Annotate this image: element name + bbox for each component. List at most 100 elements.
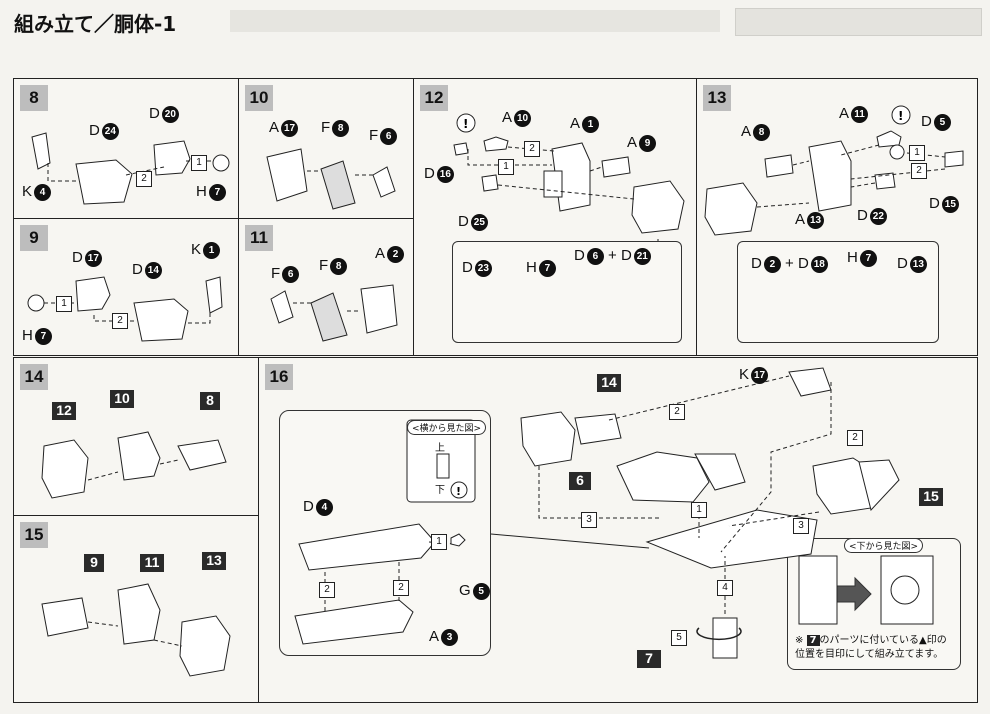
part-number: 2 <box>387 245 405 263</box>
part-letter: K <box>22 183 33 200</box>
part-number: 16 <box>436 165 454 183</box>
part-number: 8 <box>332 119 350 137</box>
part-number: 22 <box>869 207 887 225</box>
label-12: 12 <box>52 402 76 420</box>
header-bar <box>230 10 720 32</box>
part-number: 23 <box>474 259 492 277</box>
step-16-panel: 16 ! <box>258 357 978 703</box>
part-number: 20 <box>161 105 179 123</box>
step-15-panel: 15 9 11 13 <box>13 515 260 703</box>
part-letter: A <box>269 119 280 136</box>
part-letter: F <box>319 257 329 274</box>
part-letter: D <box>132 261 143 278</box>
sequence-box-1: 1 <box>909 145 925 161</box>
step-16-drawing: ! <box>294 367 934 659</box>
note-line-2: 位置を目印にして組み立てます。 <box>795 649 944 660</box>
step-8-drawing <box>31 132 230 205</box>
part-number: 25 <box>470 213 488 231</box>
part-letter: D <box>857 207 868 224</box>
label-9: 9 <box>84 554 104 572</box>
side-view-text-end: > <box>473 424 482 434</box>
part-letter: D <box>462 259 473 276</box>
part-number: 5 <box>472 582 490 600</box>
step-number: 15 <box>20 522 48 548</box>
part-number: 11 <box>851 105 869 123</box>
part-letter: A <box>839 105 850 122</box>
part-number: 7 <box>859 249 877 267</box>
part-letter: D <box>797 255 809 272</box>
part-number: 2 <box>763 255 781 273</box>
page-header: 組み立て／胴体-1 <box>0 0 990 40</box>
step-number: 10 <box>245 85 273 111</box>
svg-text:!: ! <box>463 117 468 131</box>
part-number: 17 <box>84 249 102 267</box>
sequence-box-1: 1 <box>431 534 447 550</box>
part-letter: A <box>429 628 440 645</box>
down-label: 下 <box>435 485 445 496</box>
part-letter: H <box>526 259 537 276</box>
sequence-box-2: 2 <box>112 313 128 329</box>
step-15-drawing <box>41 583 231 677</box>
label-13: 13 <box>202 552 226 570</box>
part-letter: D <box>620 247 632 264</box>
sequence-box-2d: 2 <box>847 430 863 446</box>
part-letter: D <box>574 247 585 264</box>
part-letter: A <box>795 211 806 228</box>
bottom-view-label: <下から見た図> <box>844 538 924 553</box>
part-number: 9 <box>639 134 657 152</box>
part-number: 7 <box>34 327 52 345</box>
label-14: 14 <box>597 374 621 392</box>
part-letter: D <box>458 213 469 230</box>
part-number: 18 <box>810 255 828 273</box>
step-number: 12 <box>420 85 448 111</box>
step-11-drawing <box>270 284 398 342</box>
part-letter: H <box>22 327 33 344</box>
part-letter: F <box>271 265 281 282</box>
part-letter: A <box>375 245 386 262</box>
plus-sign: + <box>785 255 794 272</box>
part-number: 7 <box>208 183 226 201</box>
step-number: 11 <box>245 225 273 251</box>
part-number: 3 <box>441 628 459 646</box>
part-number: 13 <box>807 211 825 229</box>
side-view-text: <横から見た図 <box>412 424 474 434</box>
part-number: 6 <box>282 265 300 283</box>
part-number: 24 <box>101 122 119 140</box>
up-label: 上 <box>435 443 445 454</box>
sequence-box-1b: 1 <box>691 502 707 518</box>
header-right-box <box>735 8 982 36</box>
step-number: 8 <box>20 85 48 111</box>
part-letter: D <box>89 122 100 139</box>
part-letter: D <box>72 249 83 266</box>
part-number: 6 <box>586 247 604 265</box>
part-number: 4 <box>34 183 52 201</box>
part-letter: A <box>570 115 581 132</box>
part-letter: D <box>897 255 908 272</box>
sequence-box-4: 4 <box>717 580 733 596</box>
sequence-box-2b: 2 <box>393 580 409 596</box>
step-10-drawing <box>266 148 396 210</box>
